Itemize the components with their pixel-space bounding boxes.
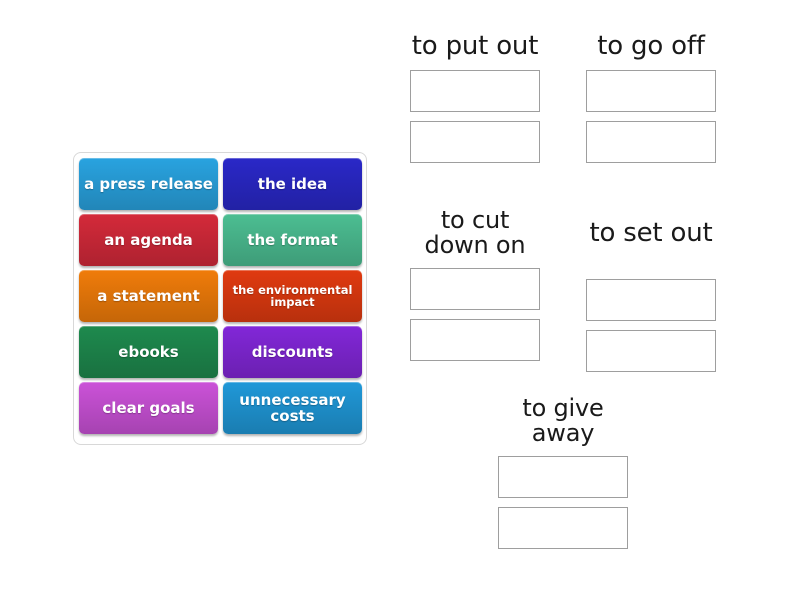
word-tile[interactable]: discounts	[223, 326, 362, 378]
drop-box[interactable]	[586, 69, 716, 112]
drop-box[interactable]	[410, 120, 540, 163]
category-group-to-go-off: to go off	[576, 31, 726, 163]
word-tile[interactable]: the format	[223, 214, 362, 266]
drop-box-list	[400, 61, 550, 163]
drop-box[interactable]	[586, 278, 716, 321]
drop-box[interactable]	[410, 318, 540, 361]
drop-box[interactable]	[586, 120, 716, 163]
drop-box-list	[400, 259, 550, 361]
category-title: to put out	[411, 31, 539, 61]
category-group-to-give-away: to give away	[488, 394, 638, 549]
drop-box[interactable]	[586, 329, 716, 372]
category-title: to give away	[522, 394, 604, 448]
drop-box[interactable]	[410, 267, 540, 310]
category-group-to-cut-down-on: to cut down on	[400, 206, 550, 361]
word-tile[interactable]: ebooks	[79, 326, 218, 378]
drop-box-list	[576, 270, 726, 372]
category-title: to set out	[589, 218, 713, 248]
drop-box-list	[576, 61, 726, 163]
category-title: to cut down on	[424, 206, 526, 260]
word-tile[interactable]: an agenda	[79, 214, 218, 266]
drop-box[interactable]	[498, 455, 628, 498]
category-title: to go off	[597, 31, 705, 61]
word-tile[interactable]: a statement	[79, 270, 218, 322]
word-tile[interactable]: unnecessary costs	[223, 382, 362, 434]
drop-box[interactable]	[498, 506, 628, 549]
drop-box-list	[488, 447, 638, 549]
category-group-to-set-out: to set out	[576, 218, 726, 372]
word-tile[interactable]: clear goals	[79, 382, 218, 434]
word-tile[interactable]: the environmental impact	[223, 270, 362, 322]
drop-box[interactable]	[410, 69, 540, 112]
word-tile[interactable]: a press release	[79, 158, 218, 210]
category-group-to-put-out: to put out	[400, 31, 550, 163]
word-tile[interactable]: the idea	[223, 158, 362, 210]
